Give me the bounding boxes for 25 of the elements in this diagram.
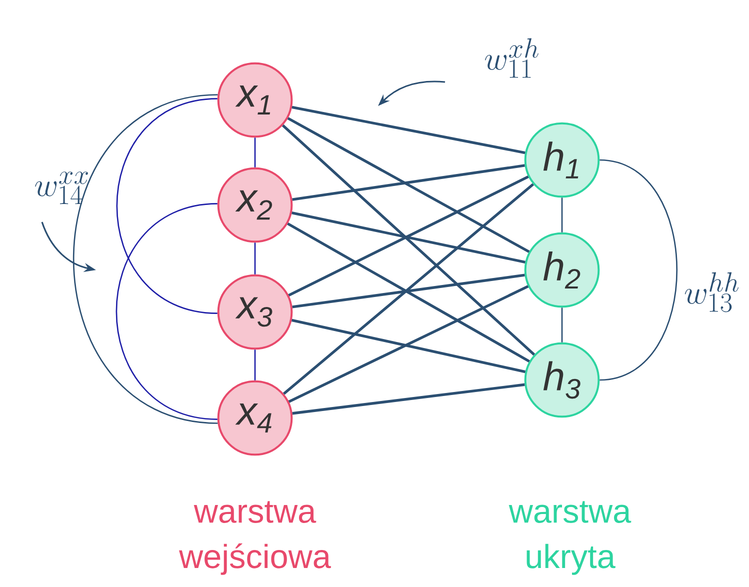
connection-line	[600, 159, 678, 381]
connection-line	[287, 222, 530, 362]
connection-line	[292, 164, 525, 201]
connection-line	[254, 138, 256, 168]
layer-caption: warstwa ukryta	[508, 501, 632, 575]
connection-line	[292, 212, 526, 264]
layer-caption: warstwa wejściowa	[179, 501, 331, 575]
connection-line	[282, 183, 534, 395]
connection-line	[254, 242, 256, 274]
connection-line	[561, 198, 563, 232]
connection-line	[73, 94, 218, 424]
connection-line	[561, 308, 563, 342]
connection-line	[288, 176, 529, 296]
connection-line	[288, 285, 529, 403]
connection-line	[116, 203, 218, 420]
connection-line	[292, 318, 526, 374]
weight-label: $w^{xh}_{11}$	[485, 38, 538, 78]
connection-line	[292, 274, 525, 308]
connection-line	[116, 98, 218, 314]
connection-line	[254, 350, 256, 380]
weight-label: $w^{hh}_{13}$	[684, 272, 738, 312]
connection-line	[282, 124, 536, 356]
connection-line	[292, 383, 525, 415]
connection-line	[292, 106, 526, 154]
connection-line	[287, 117, 530, 253]
